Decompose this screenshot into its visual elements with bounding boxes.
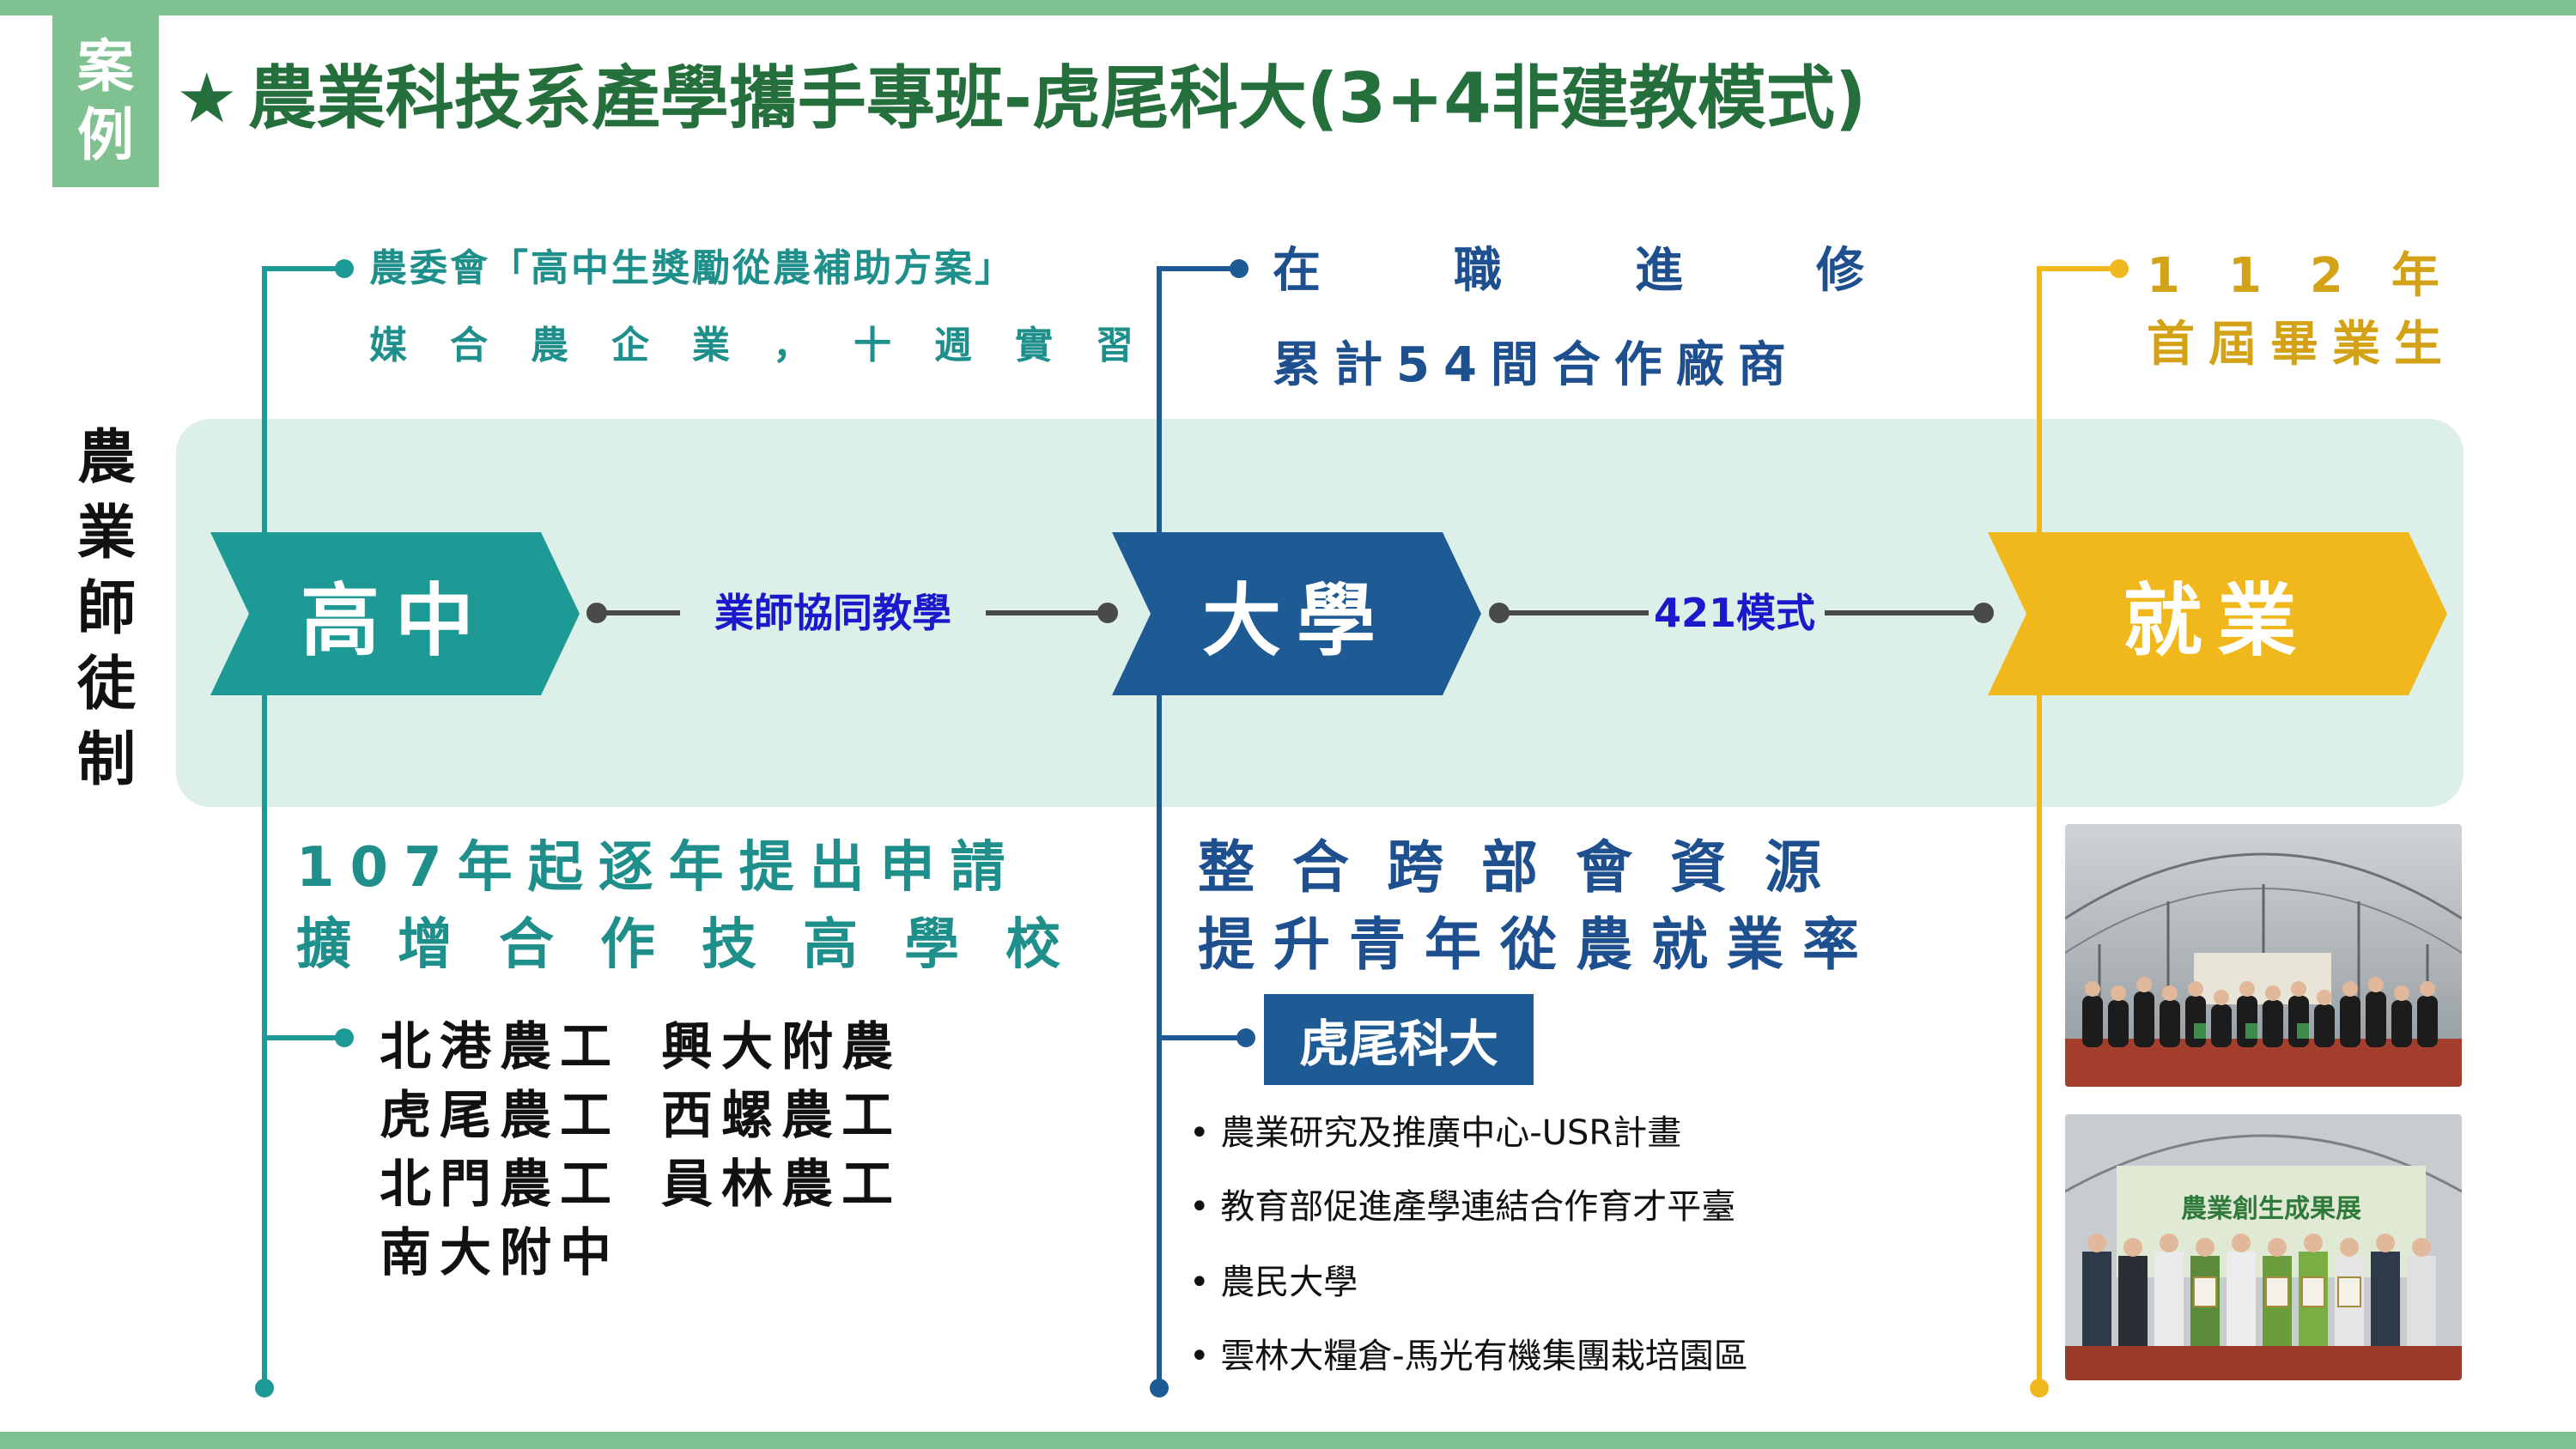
- branch-line: [1157, 266, 1238, 271]
- stage-high-school: 高中: [210, 532, 580, 695]
- school-item: 南大附中: [380, 1223, 620, 1283]
- stage-label: 大學: [1201, 574, 1391, 667]
- award-banner-text: 農業創生成果展: [2181, 1194, 2361, 1224]
- side-label-char: 師: [76, 575, 136, 643]
- connector-dot: [1097, 603, 1118, 623]
- high-note-line2: 媒合農企業，十週實習: [369, 324, 1176, 367]
- bullet-item: • 教育部促進產學連結合作育才平臺: [1189, 1187, 1736, 1227]
- branch-dot: [1236, 1028, 1255, 1047]
- job-note-line2: 首屆畢業生: [2147, 317, 2456, 373]
- bullet-text: 教育部促進產學連結合作育才平臺: [1220, 1187, 1736, 1227]
- branch-line: [2037, 266, 2118, 271]
- high-bottom-line1: 107年起逐年提出申請: [296, 836, 1021, 900]
- stage-label: 高中: [300, 574, 489, 667]
- branch-line: [1157, 1035, 1247, 1040]
- timeline-end-dot: [2030, 1379, 2049, 1397]
- award-photo-image: 農業創生成果展: [2065, 1114, 2462, 1380]
- univ-note-line1: 在職進修: [1273, 243, 1997, 299]
- high-bottom-line2: 擴增合作技高學校: [296, 913, 1107, 977]
- school-item: 西螺農工: [661, 1086, 902, 1146]
- chevron-shape: [1112, 532, 1481, 695]
- branch-dot: [335, 259, 354, 278]
- connector-line: [1503, 610, 1649, 615]
- stage-university: 大學: [1112, 532, 1481, 695]
- connector-label: 業師協同教學: [714, 590, 951, 636]
- school-item: 虎尾農工: [380, 1086, 620, 1146]
- school-item: 北門農工: [380, 1155, 620, 1215]
- job-note-line1: 112年: [2147, 248, 2488, 304]
- employment-timeline: [2037, 266, 2042, 1389]
- nfu-label-box: 虎尾科大: [1264, 994, 1534, 1085]
- univ-bottom-line1: 整合跨部會資源: [1198, 834, 1859, 900]
- connector-label: 421模式: [1653, 590, 1816, 636]
- connector-line: [1825, 610, 1975, 615]
- side-label-char: 業: [76, 500, 136, 567]
- bullet-text: 農業研究及推廣中心-USR計畫: [1220, 1113, 1682, 1153]
- timeline-end-dot: [255, 1379, 274, 1397]
- connector-dot: [1973, 603, 1994, 623]
- graduation-photo-image: [2065, 824, 2462, 1087]
- bullet-text: 雲林大糧倉-馬光有機集團栽培園區: [1220, 1337, 1748, 1376]
- branch-dot: [2110, 259, 2129, 278]
- star-icon: ★: [176, 58, 238, 138]
- bullet-item: • 農業研究及推廣中心-USR計畫: [1189, 1113, 1682, 1153]
- chevron-shape: [210, 532, 580, 695]
- branch-dot: [335, 1028, 354, 1047]
- bullet-text: 農民大學: [1220, 1263, 1358, 1302]
- school-item: 興大附農: [661, 1017, 902, 1077]
- school-item: 北港農工: [380, 1017, 620, 1077]
- bullet-item: • 雲林大糧倉-馬光有機集團栽培園區: [1189, 1337, 1748, 1376]
- stage-label: 就業: [2123, 574, 2312, 667]
- school-item: 員林農工: [661, 1155, 902, 1215]
- univ-bottom-line2: 提升青年從農就業率: [1198, 912, 1878, 978]
- side-label: 農 業 師 徒 制: [72, 421, 141, 798]
- high-note-line1: 農委會「高中生獎勵從農補助方案」: [369, 246, 1015, 290]
- connector-line: [986, 610, 1099, 615]
- bottom-band: [0, 1432, 2576, 1449]
- high-school-timeline: [262, 266, 267, 1389]
- side-label-char: 農: [76, 424, 136, 492]
- timeline-end-dot: [1150, 1379, 1169, 1397]
- university-timeline: [1157, 266, 1162, 1389]
- connector-line: [601, 610, 680, 615]
- top-band: [0, 0, 2576, 15]
- award-ceremony-photo: 農業創生成果展: [2065, 1114, 2462, 1380]
- slide-title: ★農業科技系產學攜手專班-虎尾科大(3+4非建教模式): [176, 52, 1866, 146]
- univ-note-line2: 累計54間合作廠商: [1273, 337, 1800, 393]
- case-badge-line1: 案: [77, 33, 134, 100]
- bullet-item: • 農民大學: [1189, 1263, 1358, 1302]
- nfu-label: 虎尾科大: [1298, 1015, 1498, 1073]
- branch-line: [262, 1035, 343, 1040]
- case-badge: 案 例: [52, 15, 159, 187]
- title-text: 農業科技系產學攜手專班-虎尾科大(3+4非建教模式): [247, 58, 1867, 138]
- chevron-shape: [1988, 532, 2447, 695]
- stage-employment: 就業: [1988, 532, 2447, 695]
- branch-line: [262, 266, 343, 271]
- branch-dot: [1230, 259, 1249, 278]
- side-label-char: 徒: [76, 651, 136, 718]
- side-label-char: 制: [76, 726, 136, 794]
- graduation-group-photo: [2065, 824, 2462, 1087]
- case-badge-line2: 例: [77, 102, 134, 168]
